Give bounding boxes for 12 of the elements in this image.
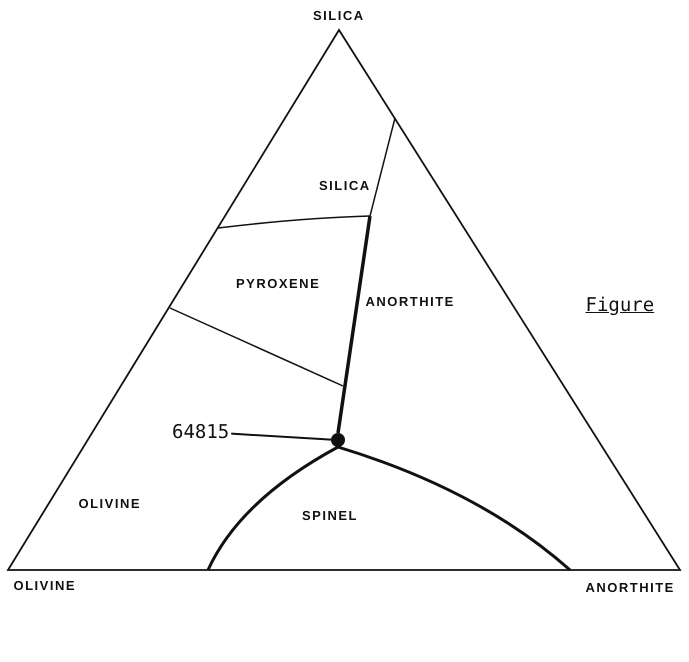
field-label: OLIVINE bbox=[78, 496, 142, 511]
field-label: ANORTHITE bbox=[366, 294, 455, 309]
vertex-label: OLIVINE bbox=[14, 578, 76, 593]
figure-caption: Figure bbox=[586, 294, 654, 316]
vertex-label: ANORTHITE bbox=[586, 580, 675, 595]
field-label: SILICA bbox=[319, 178, 371, 193]
field-label: SPINEL bbox=[302, 508, 358, 523]
vertex-label: SILICA bbox=[313, 8, 365, 23]
field-label: PYROXENE bbox=[236, 276, 320, 291]
leader-line bbox=[231, 432, 332, 441]
sample-label: 64815 bbox=[172, 421, 230, 443]
invariant-point-dot bbox=[331, 433, 345, 447]
